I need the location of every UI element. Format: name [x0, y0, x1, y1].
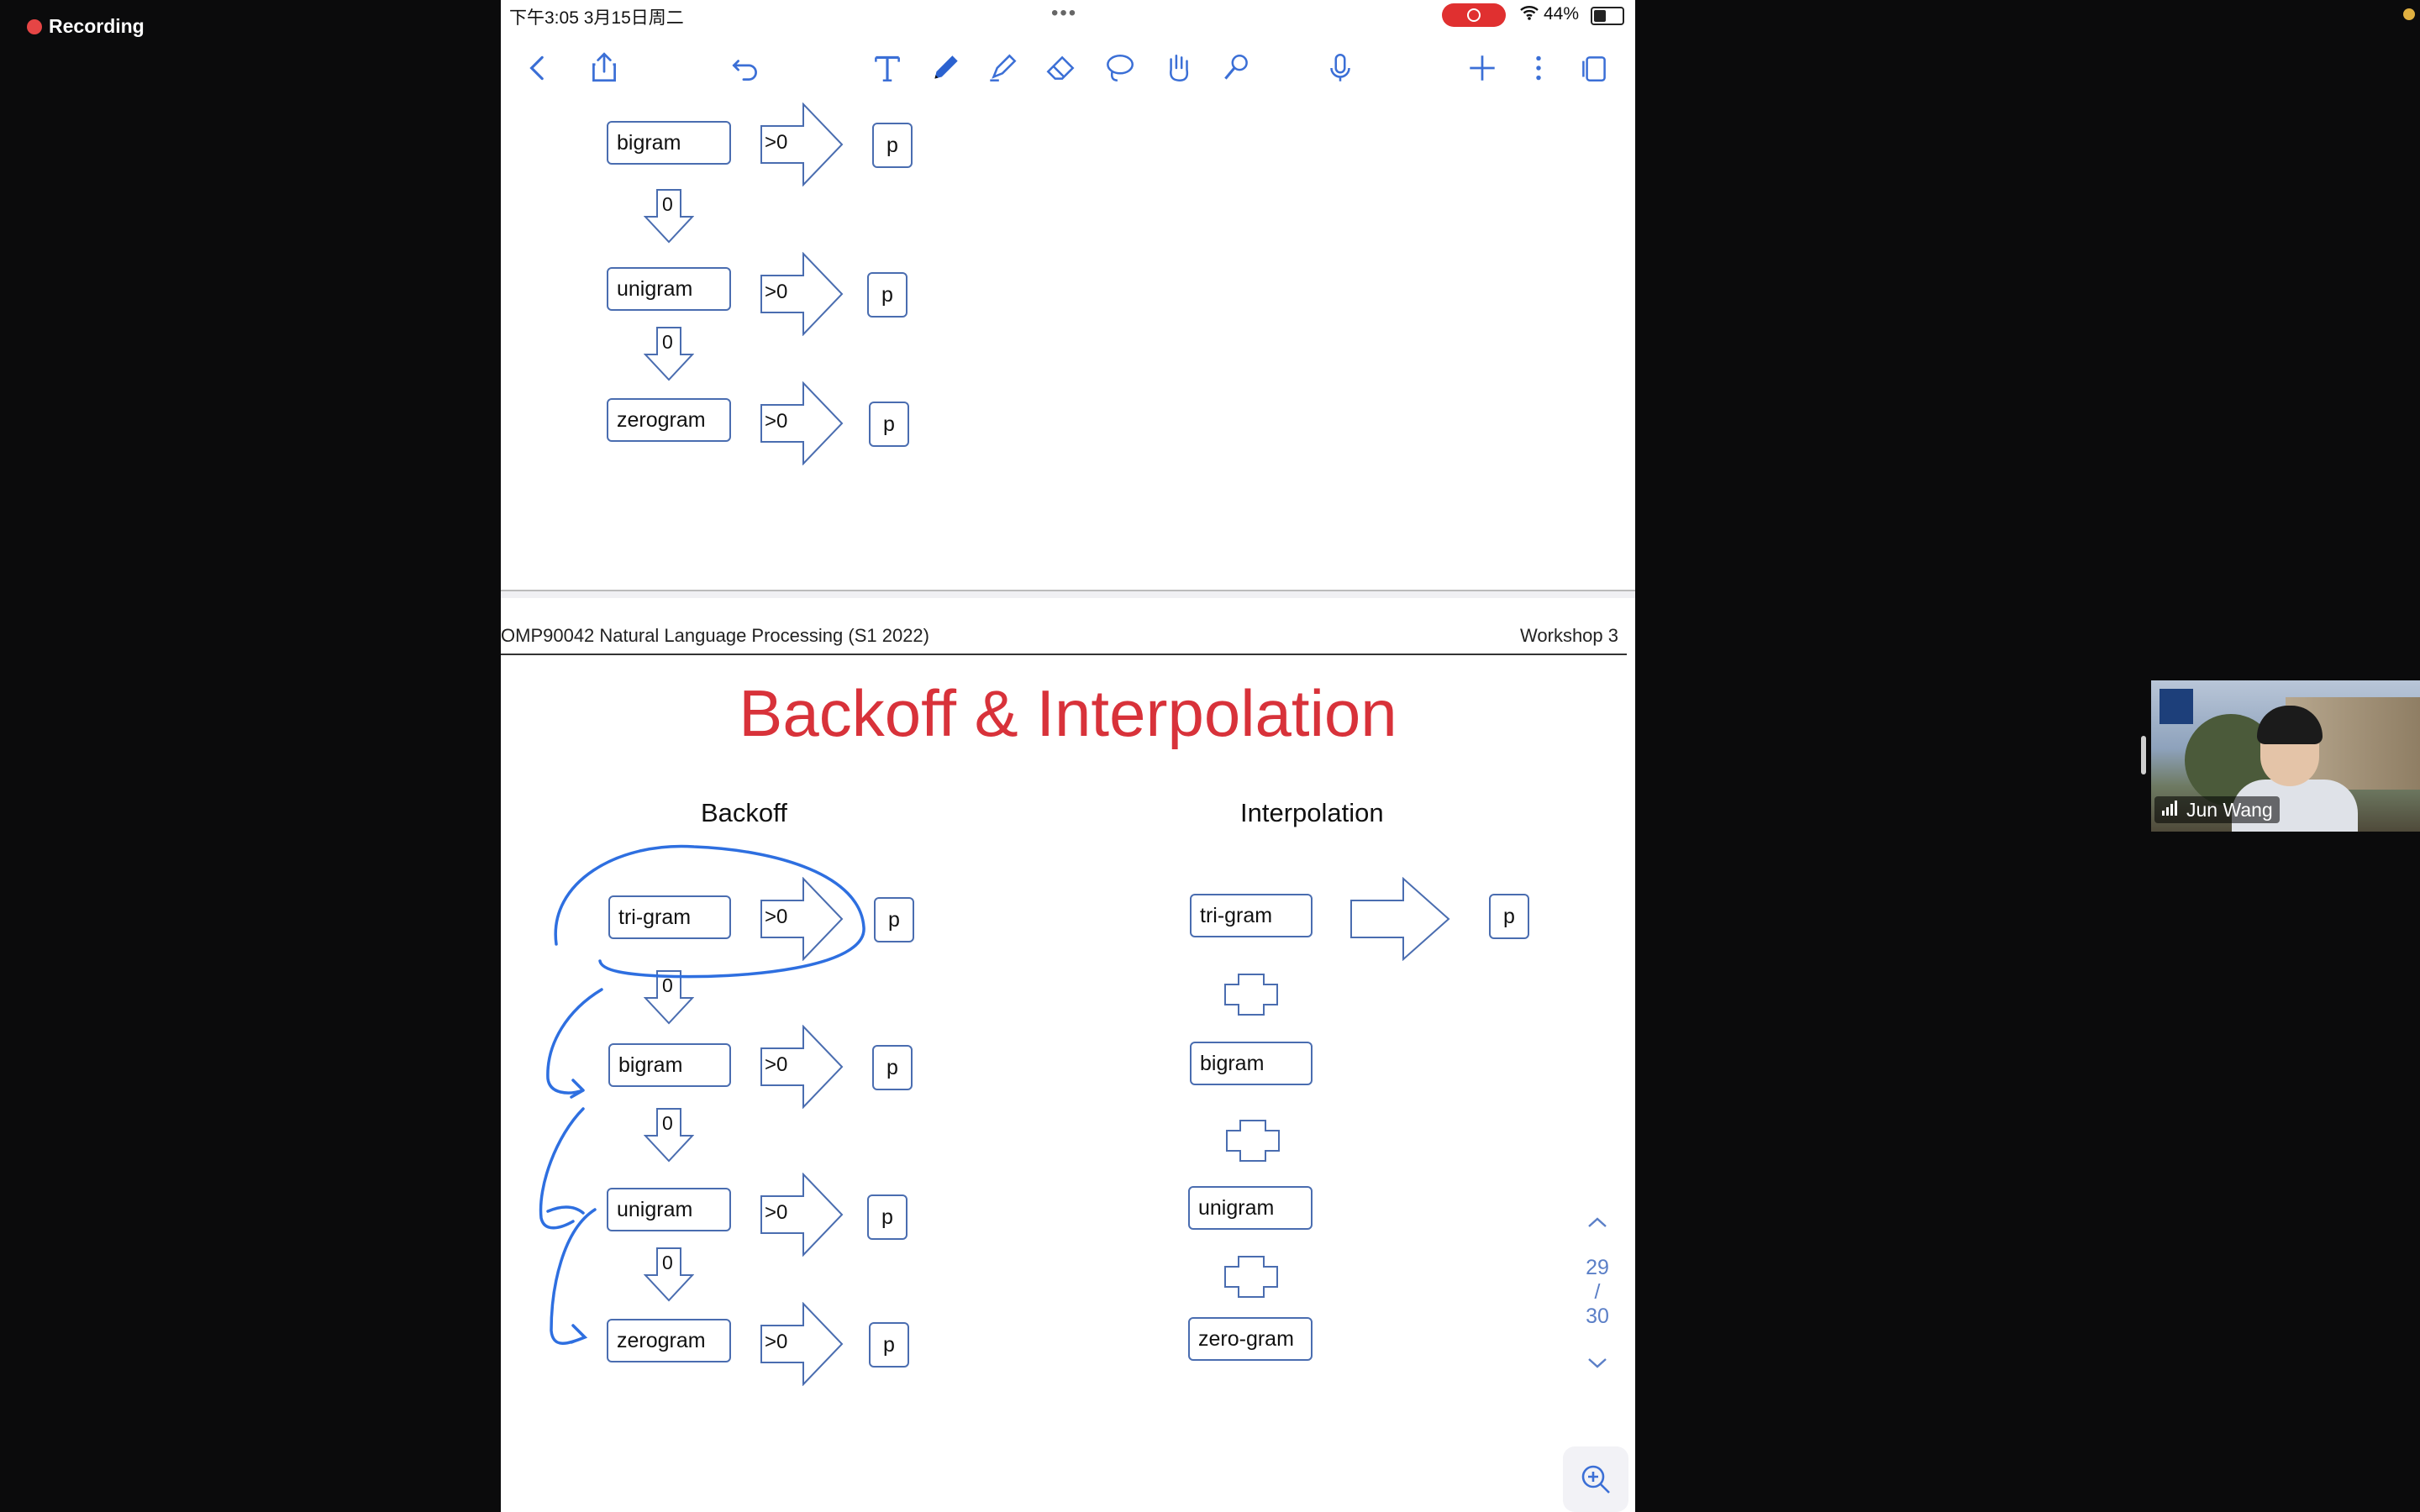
- add-icon[interactable]: [1461, 47, 1503, 89]
- previous-slide: bigram >0 p 0 unigram >0 p 0 zerogram >0…: [501, 102, 1635, 591]
- interp-probability-box: p: [1489, 894, 1529, 939]
- plus-icon: [1223, 973, 1279, 1016]
- interp-box-unigram: unigram: [1188, 1186, 1313, 1230]
- probability-box: p: [867, 272, 908, 318]
- toolbar: [501, 32, 1635, 103]
- fallback-label: 0: [662, 331, 673, 353]
- right-arrow-icon: >0: [760, 877, 844, 961]
- right-arrow-icon: >0: [760, 252, 844, 336]
- current-slide: OMP90042 Natural Language Processing (S1…: [501, 598, 1635, 1512]
- battery-icon: [1591, 7, 1624, 25]
- right-arrow-icon: >0: [760, 381, 844, 465]
- probability-box: p: [872, 1045, 913, 1090]
- chevron-down-icon[interactable]: [1576, 1351, 1618, 1375]
- panel-drag-handle[interactable]: [2141, 736, 2146, 774]
- right-arrow-icon: >0: [760, 1302, 844, 1386]
- condition-label: >0: [765, 410, 788, 433]
- fallback-label: 0: [662, 1252, 673, 1273]
- battery-percentage: 44%: [1544, 4, 1580, 24]
- eraser-icon[interactable]: [1039, 47, 1081, 89]
- lasso-icon[interactable]: [1098, 47, 1140, 89]
- box-zerogram: zerogram: [607, 1319, 731, 1362]
- down-arrow-icon: 0: [643, 969, 695, 1025]
- text-tool-icon[interactable]: [866, 47, 908, 89]
- share-icon[interactable]: [583, 47, 625, 89]
- right-arrow-icon: [1349, 877, 1450, 961]
- status-bar: 下午3:05 3月15日周二 ••• 44%: [501, 0, 1635, 32]
- university-logo-icon: [2160, 689, 2193, 724]
- probability-box: p: [869, 402, 909, 447]
- fallback-label: 0: [662, 1112, 673, 1134]
- current-page: 29: [1586, 1256, 1609, 1279]
- condition-label: >0: [765, 131, 788, 154]
- more-icon[interactable]: [1518, 47, 1560, 89]
- handwritten-annotations: [539, 844, 865, 1345]
- page-separator: [501, 591, 1635, 598]
- pen-icon[interactable]: [924, 47, 966, 89]
- box-bigram: bigram: [608, 1043, 731, 1087]
- workshop-label: Workshop 3: [1520, 625, 1618, 646]
- right-arrow-icon: >0: [760, 1025, 844, 1109]
- page-separator-slash: /: [1594, 1280, 1601, 1304]
- laser-pointer-icon[interactable]: [1215, 47, 1257, 89]
- probability-box: p: [867, 1194, 908, 1240]
- interpolation-heading: Interpolation: [1240, 798, 1384, 827]
- condition-label: >0: [765, 1331, 788, 1353]
- participant-name: Jun Wang: [2186, 798, 2273, 821]
- condition-label: >0: [765, 1053, 788, 1076]
- multitasking-dots[interactable]: •••: [1051, 2, 1078, 24]
- backoff-heading: Backoff: [701, 798, 787, 827]
- zoom-in-button[interactable]: [1563, 1446, 1628, 1512]
- slide-header: OMP90042 Natural Language Processing (S1…: [501, 620, 1627, 655]
- notification-dot-icon: [2403, 8, 2415, 20]
- down-arrow-icon: 0: [643, 326, 695, 381]
- box-trigram: tri-gram: [608, 895, 731, 939]
- probability-box: p: [874, 897, 914, 942]
- chevron-left-icon[interactable]: [518, 47, 560, 89]
- fallback-label: 0: [662, 193, 673, 215]
- participant-video-tile[interactable]: Jun Wang: [2151, 680, 2420, 832]
- box-unigram: unigram: [607, 1188, 731, 1231]
- box-zerogram: zerogram: [607, 398, 731, 442]
- probability-box: p: [869, 1322, 909, 1368]
- probability-box: p: [872, 123, 913, 168]
- undo-icon[interactable]: [724, 47, 766, 89]
- box-unigram: unigram: [607, 267, 731, 311]
- signal-strength-icon: [2161, 799, 2180, 822]
- interp-box-bigram: bigram: [1190, 1042, 1313, 1085]
- status-time: 下午3:05 3月15日周二: [509, 8, 684, 28]
- recording-label: Recording: [49, 15, 145, 37]
- recording-indicator: Recording: [27, 15, 145, 38]
- wifi-icon: [1519, 4, 1539, 26]
- course-title: OMP90042 Natural Language Processing (S1…: [501, 625, 929, 646]
- total-pages: 30: [1586, 1305, 1609, 1328]
- interp-box-zerogram: zero-gram: [1188, 1317, 1313, 1361]
- right-arrow-icon: >0: [760, 102, 844, 186]
- participant-name-tag: Jun Wang: [2154, 796, 2280, 823]
- down-arrow-icon: 0: [643, 188, 695, 244]
- right-arrow-icon: >0: [760, 1173, 844, 1257]
- record-dot-icon: [27, 18, 42, 34]
- hand-icon[interactable]: [1157, 47, 1199, 89]
- highlighter-icon[interactable]: [981, 47, 1023, 89]
- slide-title: Backoff & Interpolation: [739, 676, 1397, 750]
- condition-label: >0: [765, 281, 788, 303]
- fallback-label: 0: [662, 974, 673, 996]
- screen-record-icon[interactable]: [1442, 3, 1506, 27]
- plus-icon: [1223, 1255, 1279, 1299]
- condition-label: >0: [765, 1201, 788, 1224]
- ipad-screen: 下午3:05 3月15日周二 ••• 44%: [501, 0, 1635, 1512]
- plus-icon: [1225, 1119, 1281, 1163]
- interp-box-trigram: tri-gram: [1190, 894, 1313, 937]
- microphone-icon[interactable]: [1319, 47, 1361, 89]
- pages-icon[interactable]: [1573, 47, 1615, 89]
- condition-label: >0: [765, 906, 788, 928]
- down-arrow-icon: 0: [643, 1247, 695, 1302]
- down-arrow-icon: 0: [643, 1107, 695, 1163]
- zoom-in-icon: [1581, 1465, 1610, 1494]
- chevron-up-icon[interactable]: [1576, 1210, 1618, 1234]
- page-navigator: 29 / 30: [1576, 1210, 1618, 1375]
- box-bigram: bigram: [607, 121, 731, 165]
